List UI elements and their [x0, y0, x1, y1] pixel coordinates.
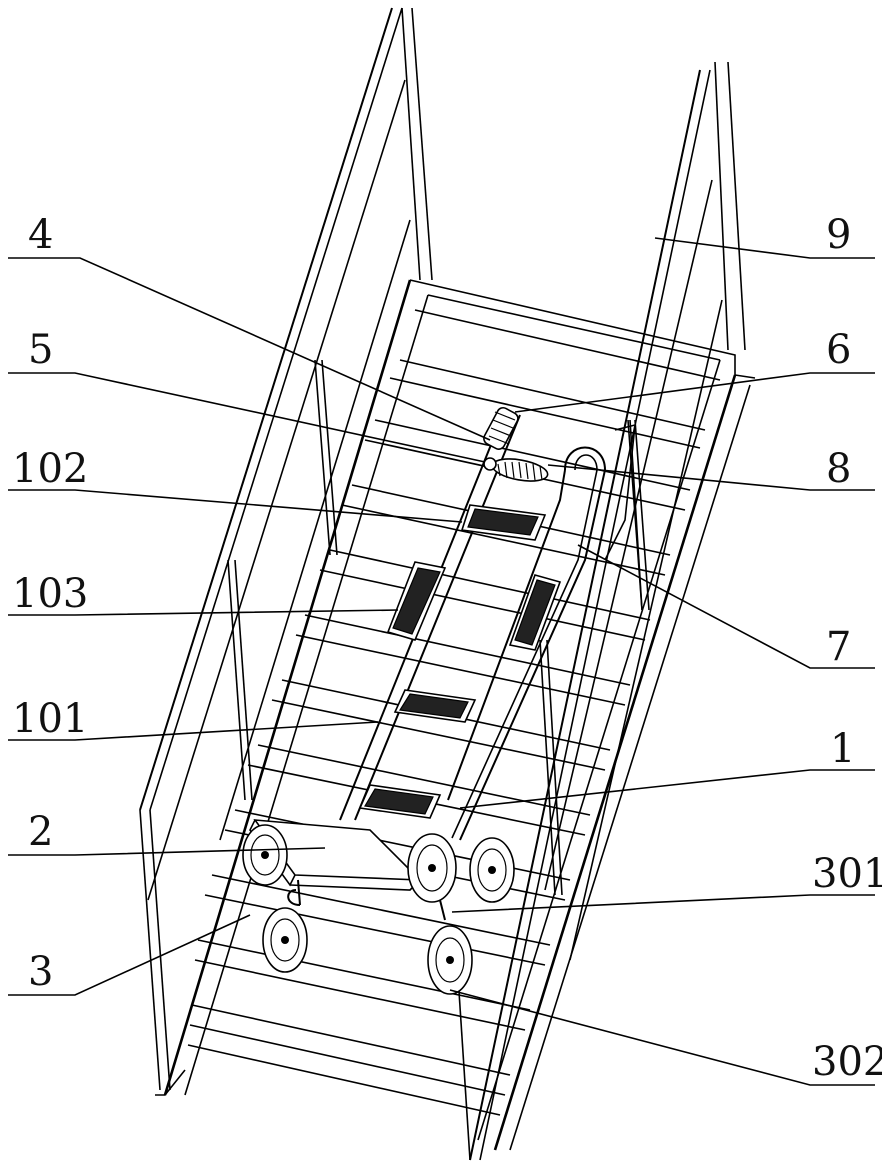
wheel-front-left	[243, 825, 287, 885]
wheel-front-right	[408, 834, 456, 902]
wheel-bracket-right	[440, 900, 445, 920]
label-4: 4	[28, 212, 53, 258]
label-6: 6	[826, 327, 851, 373]
label-5: 5	[28, 327, 53, 373]
left-stringer-inner	[185, 295, 428, 1095]
label-7: 7	[826, 624, 851, 670]
wheel-rear-right-lower	[428, 926, 472, 994]
label-103: 103	[12, 571, 88, 617]
leader-1	[460, 770, 875, 808]
leader-301	[452, 895, 875, 912]
right-stringer-side	[510, 385, 750, 1150]
leader-6	[515, 373, 875, 412]
wheel-rear-right-upper	[470, 838, 514, 902]
tread-pads	[360, 505, 560, 818]
label-102: 102	[12, 446, 88, 492]
label-2: 2	[28, 809, 53, 855]
wheel-rear-left	[263, 908, 307, 972]
leader-4	[8, 258, 490, 440]
top-landing-cap	[735, 375, 755, 378]
label-9: 9	[826, 212, 851, 258]
top-landing-inner	[428, 295, 720, 360]
label-101: 101	[12, 696, 88, 742]
label-1: 1	[830, 726, 855, 772]
label-302: 302	[812, 1039, 882, 1085]
label-8: 8	[826, 446, 851, 492]
label-3: 3	[28, 949, 53, 995]
left-stringer-outer	[165, 280, 410, 1095]
label-301: 301	[812, 851, 882, 897]
